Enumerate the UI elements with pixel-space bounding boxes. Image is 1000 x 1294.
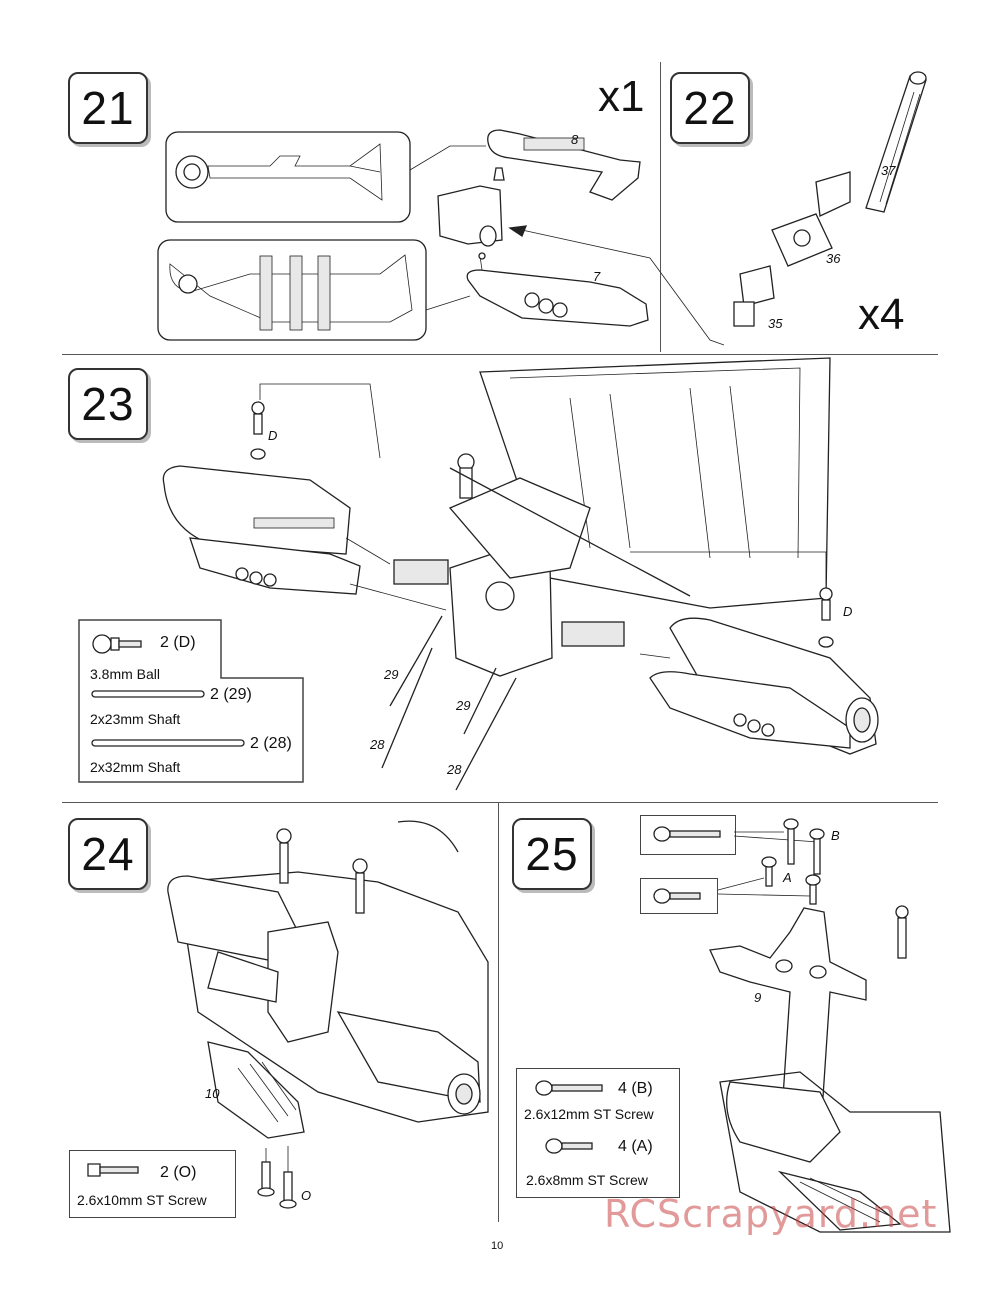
step-number-22: 22 — [670, 72, 750, 144]
step-23-label: 23 — [81, 378, 135, 430]
step-24-illustration — [167, 820, 489, 1209]
parts-24-qty: 2 (O) — [160, 1164, 197, 1181]
callout-B: B — [831, 828, 840, 843]
step-22-label: 22 — [683, 82, 737, 134]
step-21-illustration — [157, 129, 725, 346]
screw-icon — [87, 1163, 139, 1177]
step-number-25: 25 — [512, 818, 592, 890]
page-number: 10 — [491, 1240, 504, 1252]
step-23-illustration — [162, 357, 879, 791]
part-label-7: 7 — [593, 269, 601, 284]
parts-25-name-B: 2.6x12mm ST Screw — [524, 1106, 654, 1122]
callout-28-a: 28 — [370, 737, 385, 752]
step-24-label: 24 — [81, 828, 135, 880]
divider-horizontal-1 — [62, 354, 938, 355]
callout-D-right: D — [843, 604, 853, 619]
part-label-35: 35 — [768, 316, 783, 331]
step-23-parts-box — [78, 619, 304, 783]
parts-25-qty-B: 4 (B) — [618, 1080, 653, 1097]
screw-icon — [653, 826, 721, 842]
step-21-multiplier: x1 — [598, 72, 645, 121]
step-25-illustration — [709, 818, 951, 1233]
parts-23-qty-shaft29: 2 (29) — [210, 686, 252, 703]
step-24-parts-box — [69, 1150, 236, 1218]
callout-10: 10 — [205, 1086, 220, 1101]
watermark: RCScrapyard.net — [604, 1192, 938, 1236]
callout-A: A — [783, 870, 792, 885]
parts-25-name-A: 2.6x8mm ST Screw — [526, 1172, 648, 1188]
step-22-multiplier: x4 — [858, 290, 905, 339]
shaft-icon — [91, 739, 245, 747]
part-label-37: 37 — [881, 163, 896, 178]
screw-icon — [535, 1080, 603, 1096]
divider-horizontal-2 — [62, 802, 938, 803]
step-number-23: 23 — [68, 368, 148, 440]
parts-23-name-shaft28: 2x32mm Shaft — [90, 759, 181, 775]
divider-vertical-bottom — [498, 802, 499, 1222]
callout-9: 9 — [754, 990, 762, 1005]
parts-23-name-shaft29: 2x23mm Shaft — [90, 711, 181, 727]
parts-23-qty-ball: 2 (D) — [160, 634, 196, 651]
step-21-label: 21 — [81, 82, 135, 134]
parts-24-name: 2.6x10mm ST Screw — [77, 1192, 207, 1208]
part-label-36: 36 — [826, 251, 841, 266]
screw-icon — [653, 888, 701, 904]
ball-stud-icon — [92, 634, 142, 654]
callout-O: O — [301, 1188, 312, 1203]
callout-29-b: 29 — [456, 698, 471, 713]
step-22-illustration — [733, 71, 927, 327]
parts-25-qty-A: 4 (A) — [618, 1138, 653, 1155]
callout-28-b: 28 — [447, 762, 462, 777]
callout-D-left: D — [268, 428, 278, 443]
parts-23-qty-shaft28: 2 (28) — [250, 735, 292, 752]
parts-23-name-ball: 3.8mm Ball — [90, 666, 161, 682]
screw-icon — [545, 1138, 593, 1154]
divider-vertical-top — [660, 62, 661, 352]
shaft-icon — [91, 690, 205, 698]
step-25-label: 25 — [525, 828, 579, 880]
step-number-24: 24 — [68, 818, 148, 890]
step-number-21: 21 — [68, 72, 148, 144]
callout-29-a: 29 — [384, 667, 399, 682]
part-label-8: 8 — [571, 132, 579, 147]
